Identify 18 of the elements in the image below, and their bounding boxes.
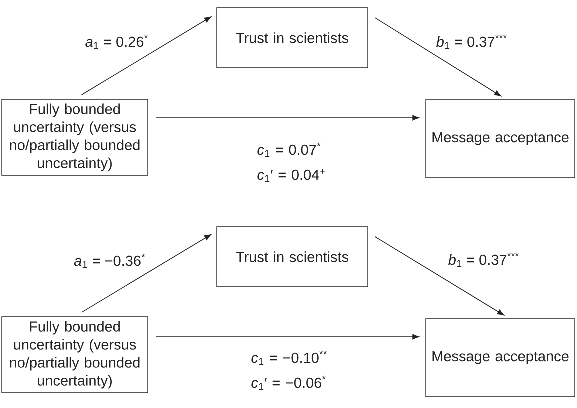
variable-box: Trust in scientists xyxy=(216,8,368,68)
coefficient-label: c$_{1}$ = 0.07$^{*}$ c$_{1}$′ = 0.04$^{+}$ xyxy=(256,142,330,184)
coefficient-label: a$_{1}$ = −0.36$^{*}$ xyxy=(73,252,147,270)
arrow xyxy=(81,234,212,313)
coefficient-label: c$_{1}$ = −0.10$^{**}$ c$_{1}$′ = −0.06$^{*}$ xyxy=(250,350,338,392)
coefficient-label: b$_{1}$ = 0.37$^{***}$ xyxy=(447,252,521,268)
variable-box: Trust in scientists xyxy=(216,226,368,288)
coefficient-label: b$_{1}$ = 0.37$^{***}$ xyxy=(435,34,509,50)
variable-box: Fully bounded uncertainty (versus no/partially bounded uncertainty) xyxy=(2,316,148,394)
variable-box: Fully bounded uncertainty (versus no/partially bounded uncertainty) xyxy=(2,99,148,176)
arrow xyxy=(81,16,212,96)
arrow xyxy=(374,236,504,316)
variable-box: Message acceptance xyxy=(426,318,576,398)
arrow xyxy=(156,115,420,121)
arrow xyxy=(374,18,502,97)
coefficient-label: a$_{1}$ = 0.26$^{*}$ xyxy=(84,34,150,50)
arrow xyxy=(156,334,420,340)
variable-box: Message acceptance xyxy=(426,100,576,178)
